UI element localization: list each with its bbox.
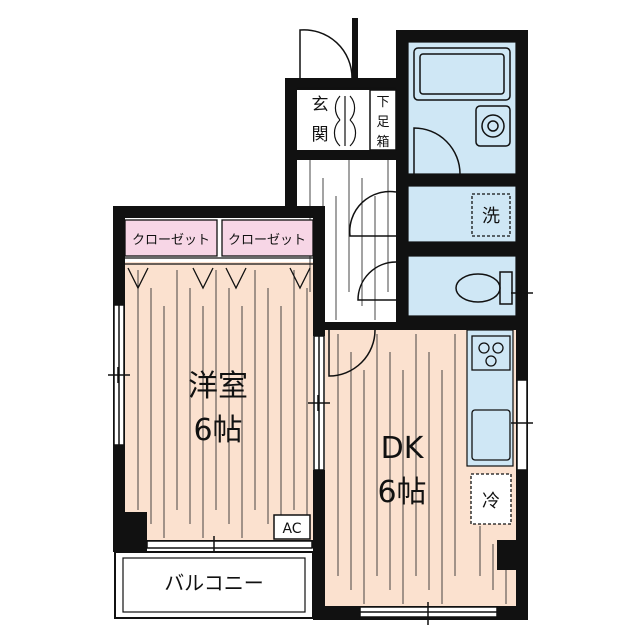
entrance-label-2: 関	[312, 125, 329, 145]
western-room-floor	[125, 262, 313, 542]
toilet-icon	[455, 271, 513, 305]
ac-box	[273, 514, 311, 540]
stove-icon	[471, 335, 511, 371]
balcony-outline	[114, 551, 314, 619]
fridge-box	[470, 473, 512, 525]
western-room-size: 6帖	[193, 413, 242, 448]
balcony-label: バルコニー	[164, 571, 264, 595]
kitchen-sink-icon	[471, 409, 511, 461]
doors	[299, 18, 461, 377]
closet-2-label: クローゼット	[228, 233, 306, 248]
shoe-box	[369, 89, 397, 151]
closet-details	[124, 219, 314, 290]
washer-label: 洗	[482, 206, 500, 227]
shoe-box-label-2: 足	[376, 115, 389, 130]
washroom-area	[407, 185, 517, 243]
western-room-grain	[137, 270, 308, 538]
dk-label: DK	[381, 431, 425, 466]
sink-icon	[475, 105, 511, 147]
bathtub	[413, 47, 511, 101]
entrance-label-1: 玄	[312, 95, 329, 115]
entrance-door-arcs	[333, 95, 357, 147]
fridge-label: 冷	[482, 491, 500, 512]
closet-1-label: クローゼット	[132, 233, 210, 248]
walls	[113, 30, 528, 620]
western-room-label: 洋室	[188, 369, 248, 404]
dk-size: 6帖	[377, 475, 426, 510]
bathroom-area	[407, 41, 517, 175]
shoe-box-label-3: 箱	[376, 134, 389, 150]
shoe-box-label-1: 下	[376, 95, 389, 110]
kitchen-counter	[466, 329, 514, 467]
ac-label: AC	[282, 521, 301, 537]
